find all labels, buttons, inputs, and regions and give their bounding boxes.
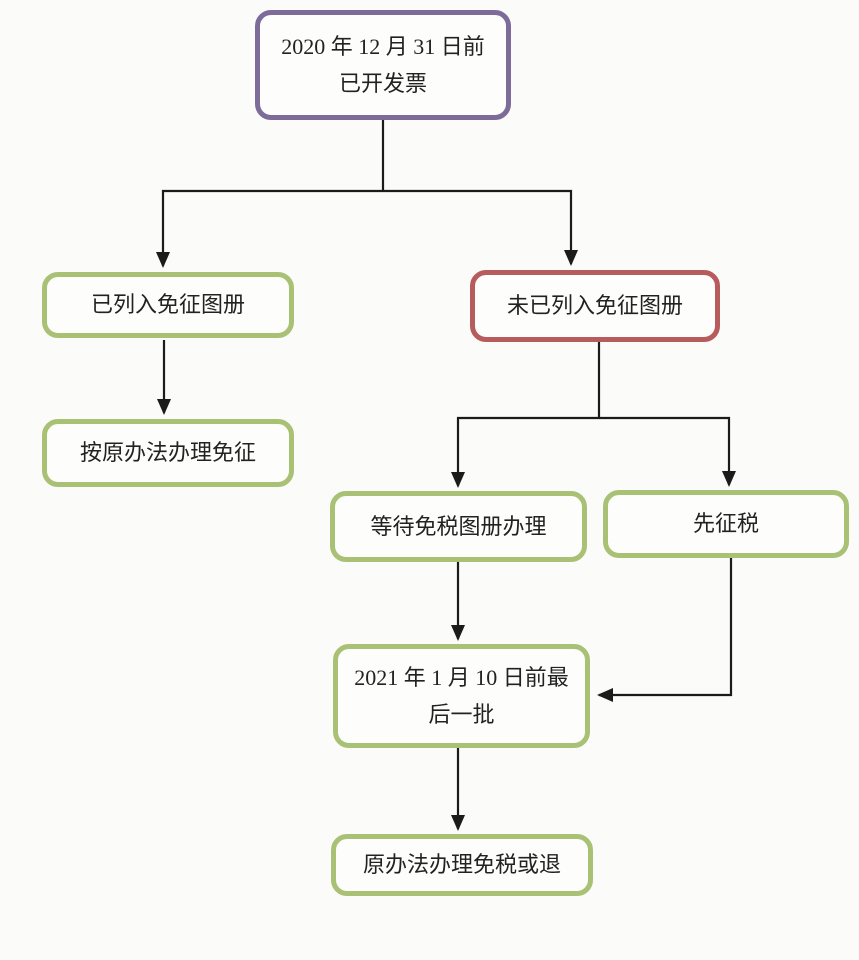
edge-taxfirst-to-lastbatch xyxy=(597,558,733,702)
node-text-line: 按原办法办理免征 xyxy=(79,440,256,466)
node-text-line: 2020 年 12 月 31 日前 xyxy=(281,33,485,59)
edge-notlisted-to-wait xyxy=(451,416,599,488)
node-handle-exemption-old-method: 按原办法办理免征 xyxy=(42,419,294,487)
edge-notlisted-to-taxfirst xyxy=(599,416,736,487)
edge-top-to-listed xyxy=(156,189,383,268)
node-text-line: 2021 年 1 月 10 日前最 xyxy=(354,664,569,690)
node-last-batch-before-2021-01-10: 2021 年 1 月 10 日前最 后一批 xyxy=(333,644,590,748)
node-text-line: 已列入免征图册 xyxy=(90,292,245,318)
node-text-line: 已开发票 xyxy=(338,71,427,96)
node-invoiced-before-deadline: 2020 年 12 月 31 日前 已开发票 xyxy=(255,10,511,120)
node-text-line: 未已列入免征图册 xyxy=(506,293,683,319)
node-tax-first: 先征税 xyxy=(603,490,849,558)
node-text-line: 后一批 xyxy=(428,702,495,727)
node-text-line: 等待免税图册办理 xyxy=(370,513,547,539)
node-old-method-exempt-or-refund: 原办法办理免税或退 xyxy=(331,834,593,896)
node-text-line: 先征税 xyxy=(692,511,759,537)
node-text-line: 原办法办理免税或退 xyxy=(362,852,561,878)
node-not-listed-in-exemption-catalog: 未已列入免征图册 xyxy=(470,270,720,342)
node-listed-in-exemption-catalog: 已列入免征图册 xyxy=(42,272,294,338)
node-wait-exemption-catalog: 等待免税图册办理 xyxy=(330,491,587,562)
edge-top-to-notlisted xyxy=(383,189,578,266)
